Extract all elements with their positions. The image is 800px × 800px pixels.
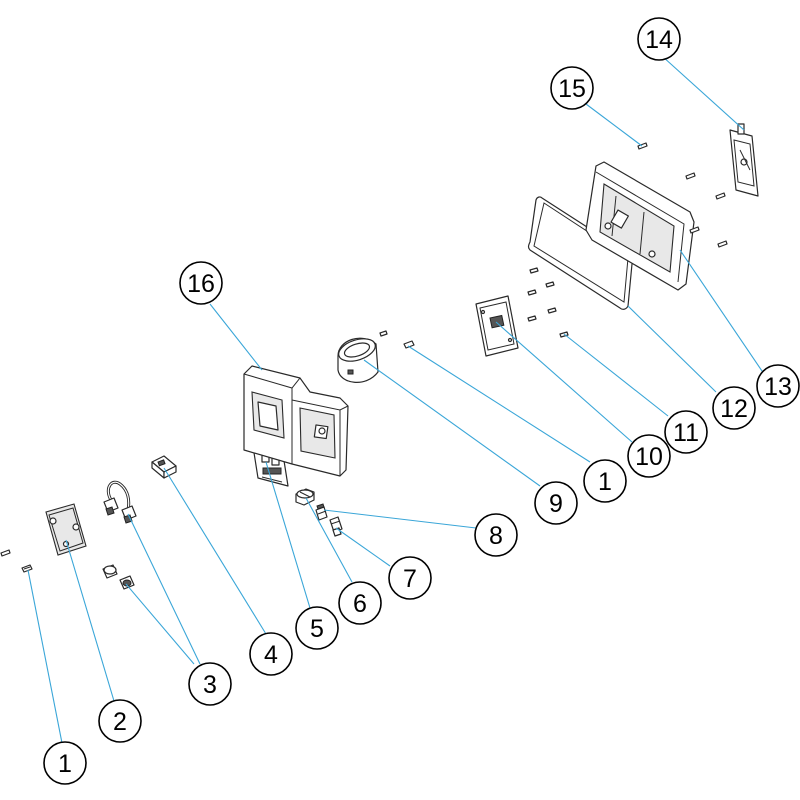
leader-1-right xyxy=(407,345,591,463)
part-knob xyxy=(295,488,315,506)
callout-label: 2 xyxy=(113,708,127,736)
callout-15: 15 xyxy=(550,66,594,110)
callout-1-left: 1 xyxy=(43,741,87,785)
part-wall-bracket xyxy=(729,123,759,197)
part-collar xyxy=(337,337,379,383)
callout-label: 8 xyxy=(489,522,503,550)
part-circuit-board xyxy=(475,295,519,357)
leader-10 xyxy=(495,321,633,443)
leader-12 xyxy=(627,305,717,393)
leader-3b xyxy=(125,583,195,665)
callout-label: 4 xyxy=(264,641,278,669)
part-screws-15 xyxy=(637,142,728,248)
part-screws-11 xyxy=(527,267,569,338)
callout-9: 9 xyxy=(534,481,578,525)
callout-11: 11 xyxy=(664,410,708,454)
leader-2 xyxy=(65,539,115,702)
callout-label: 7 xyxy=(403,565,417,593)
leader-16 xyxy=(209,303,263,371)
part-fitting-7 xyxy=(329,516,343,537)
leader-14 xyxy=(661,55,745,131)
callout-label: 15 xyxy=(558,75,586,103)
leader-7 xyxy=(335,527,391,567)
callout-label: 10 xyxy=(635,443,663,471)
leader-4 xyxy=(163,467,267,635)
callout-label: 5 xyxy=(310,615,324,643)
callout-label: 11 xyxy=(673,419,699,447)
leader-13 xyxy=(679,249,765,375)
callout-10: 10 xyxy=(627,434,671,478)
part-fitting-8 xyxy=(315,503,328,521)
part-screw-right xyxy=(379,330,415,349)
callout-7: 7 xyxy=(388,556,432,600)
part-screw-left xyxy=(0,549,33,573)
callout-label: 3 xyxy=(203,671,217,699)
callout-label: 12 xyxy=(720,395,748,423)
callout-6: 6 xyxy=(338,581,382,625)
callout-4: 4 xyxy=(249,632,293,676)
callout-label: 16 xyxy=(187,270,215,298)
leader-1-left xyxy=(27,569,63,744)
leader-9 xyxy=(363,359,541,487)
callout-2: 2 xyxy=(98,699,142,743)
part-cover-plate xyxy=(45,503,87,556)
callout-1-right: 1 xyxy=(583,459,627,503)
callout-12: 12 xyxy=(712,386,756,430)
callout-14: 14 xyxy=(637,17,681,61)
callouts: 1 2 3 4 5 6 7 8 xyxy=(43,17,800,785)
callout-label: 1 xyxy=(58,750,72,778)
leader-6 xyxy=(305,497,353,583)
part-cable-gland xyxy=(102,480,137,590)
callout-16: 16 xyxy=(179,261,223,305)
leader-3a xyxy=(127,513,201,665)
part-back-housing xyxy=(585,161,695,291)
callout-8: 8 xyxy=(474,513,518,557)
leader-lines xyxy=(27,55,765,744)
leader-11 xyxy=(563,333,669,417)
callout-label: 14 xyxy=(645,26,673,54)
callout-label: 1 xyxy=(598,468,612,496)
callout-label: 13 xyxy=(764,373,792,401)
callout-label: 9 xyxy=(549,490,563,518)
callout-5: 5 xyxy=(295,606,339,650)
part-main-housing xyxy=(243,365,349,477)
callout-3: 3 xyxy=(188,662,232,706)
leader-5 xyxy=(265,461,311,609)
callout-label: 6 xyxy=(353,590,367,618)
part-switch xyxy=(151,455,177,479)
parts-layer xyxy=(0,123,759,590)
leader-8 xyxy=(323,509,477,529)
leader-15 xyxy=(585,103,643,147)
callout-13: 13 xyxy=(756,364,800,408)
